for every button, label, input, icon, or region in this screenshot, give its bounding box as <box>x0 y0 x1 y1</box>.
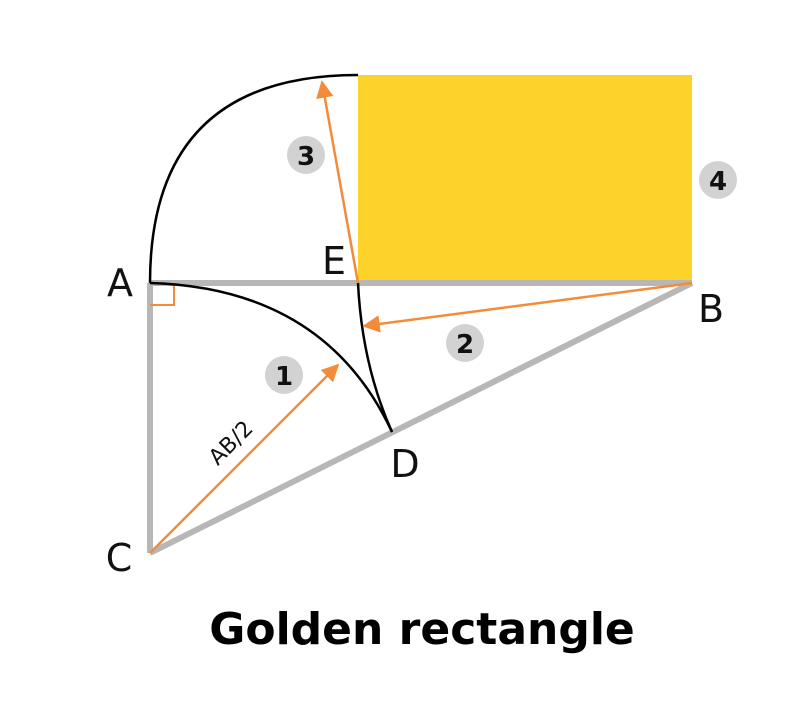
point-label-e: E <box>322 239 346 283</box>
step-number-3: 3 <box>297 142 315 172</box>
arc-quarter-circle-ae <box>148 73 359 284</box>
arrow-2 <box>362 281 693 333</box>
step-number-1: 1 <box>275 362 293 392</box>
point-label-b: B <box>698 287 724 331</box>
step-badge-3: 3 <box>287 136 325 174</box>
segment-cb <box>148 280 694 556</box>
segment-label-ab-half: AB/2 <box>204 416 258 470</box>
arrow-3 <box>316 80 360 284</box>
step-number-2: 2 <box>456 330 474 360</box>
right-angle-marker <box>150 283 175 306</box>
arc-ad <box>149 281 394 433</box>
point-label-d: D <box>390 442 419 486</box>
point-label-a: A <box>107 261 133 305</box>
point-label-c: C <box>106 536 133 580</box>
step-badge-4: 4 <box>699 161 737 199</box>
arrow-1 <box>149 363 340 554</box>
diagram-title: Golden rectangle <box>209 604 635 655</box>
step-number-4: 4 <box>709 167 727 197</box>
step-badge-1: 1 <box>265 356 303 394</box>
arc-ed <box>356 282 394 433</box>
step-badge-2: 2 <box>446 324 484 362</box>
golden-rectangle-fill <box>358 75 692 283</box>
